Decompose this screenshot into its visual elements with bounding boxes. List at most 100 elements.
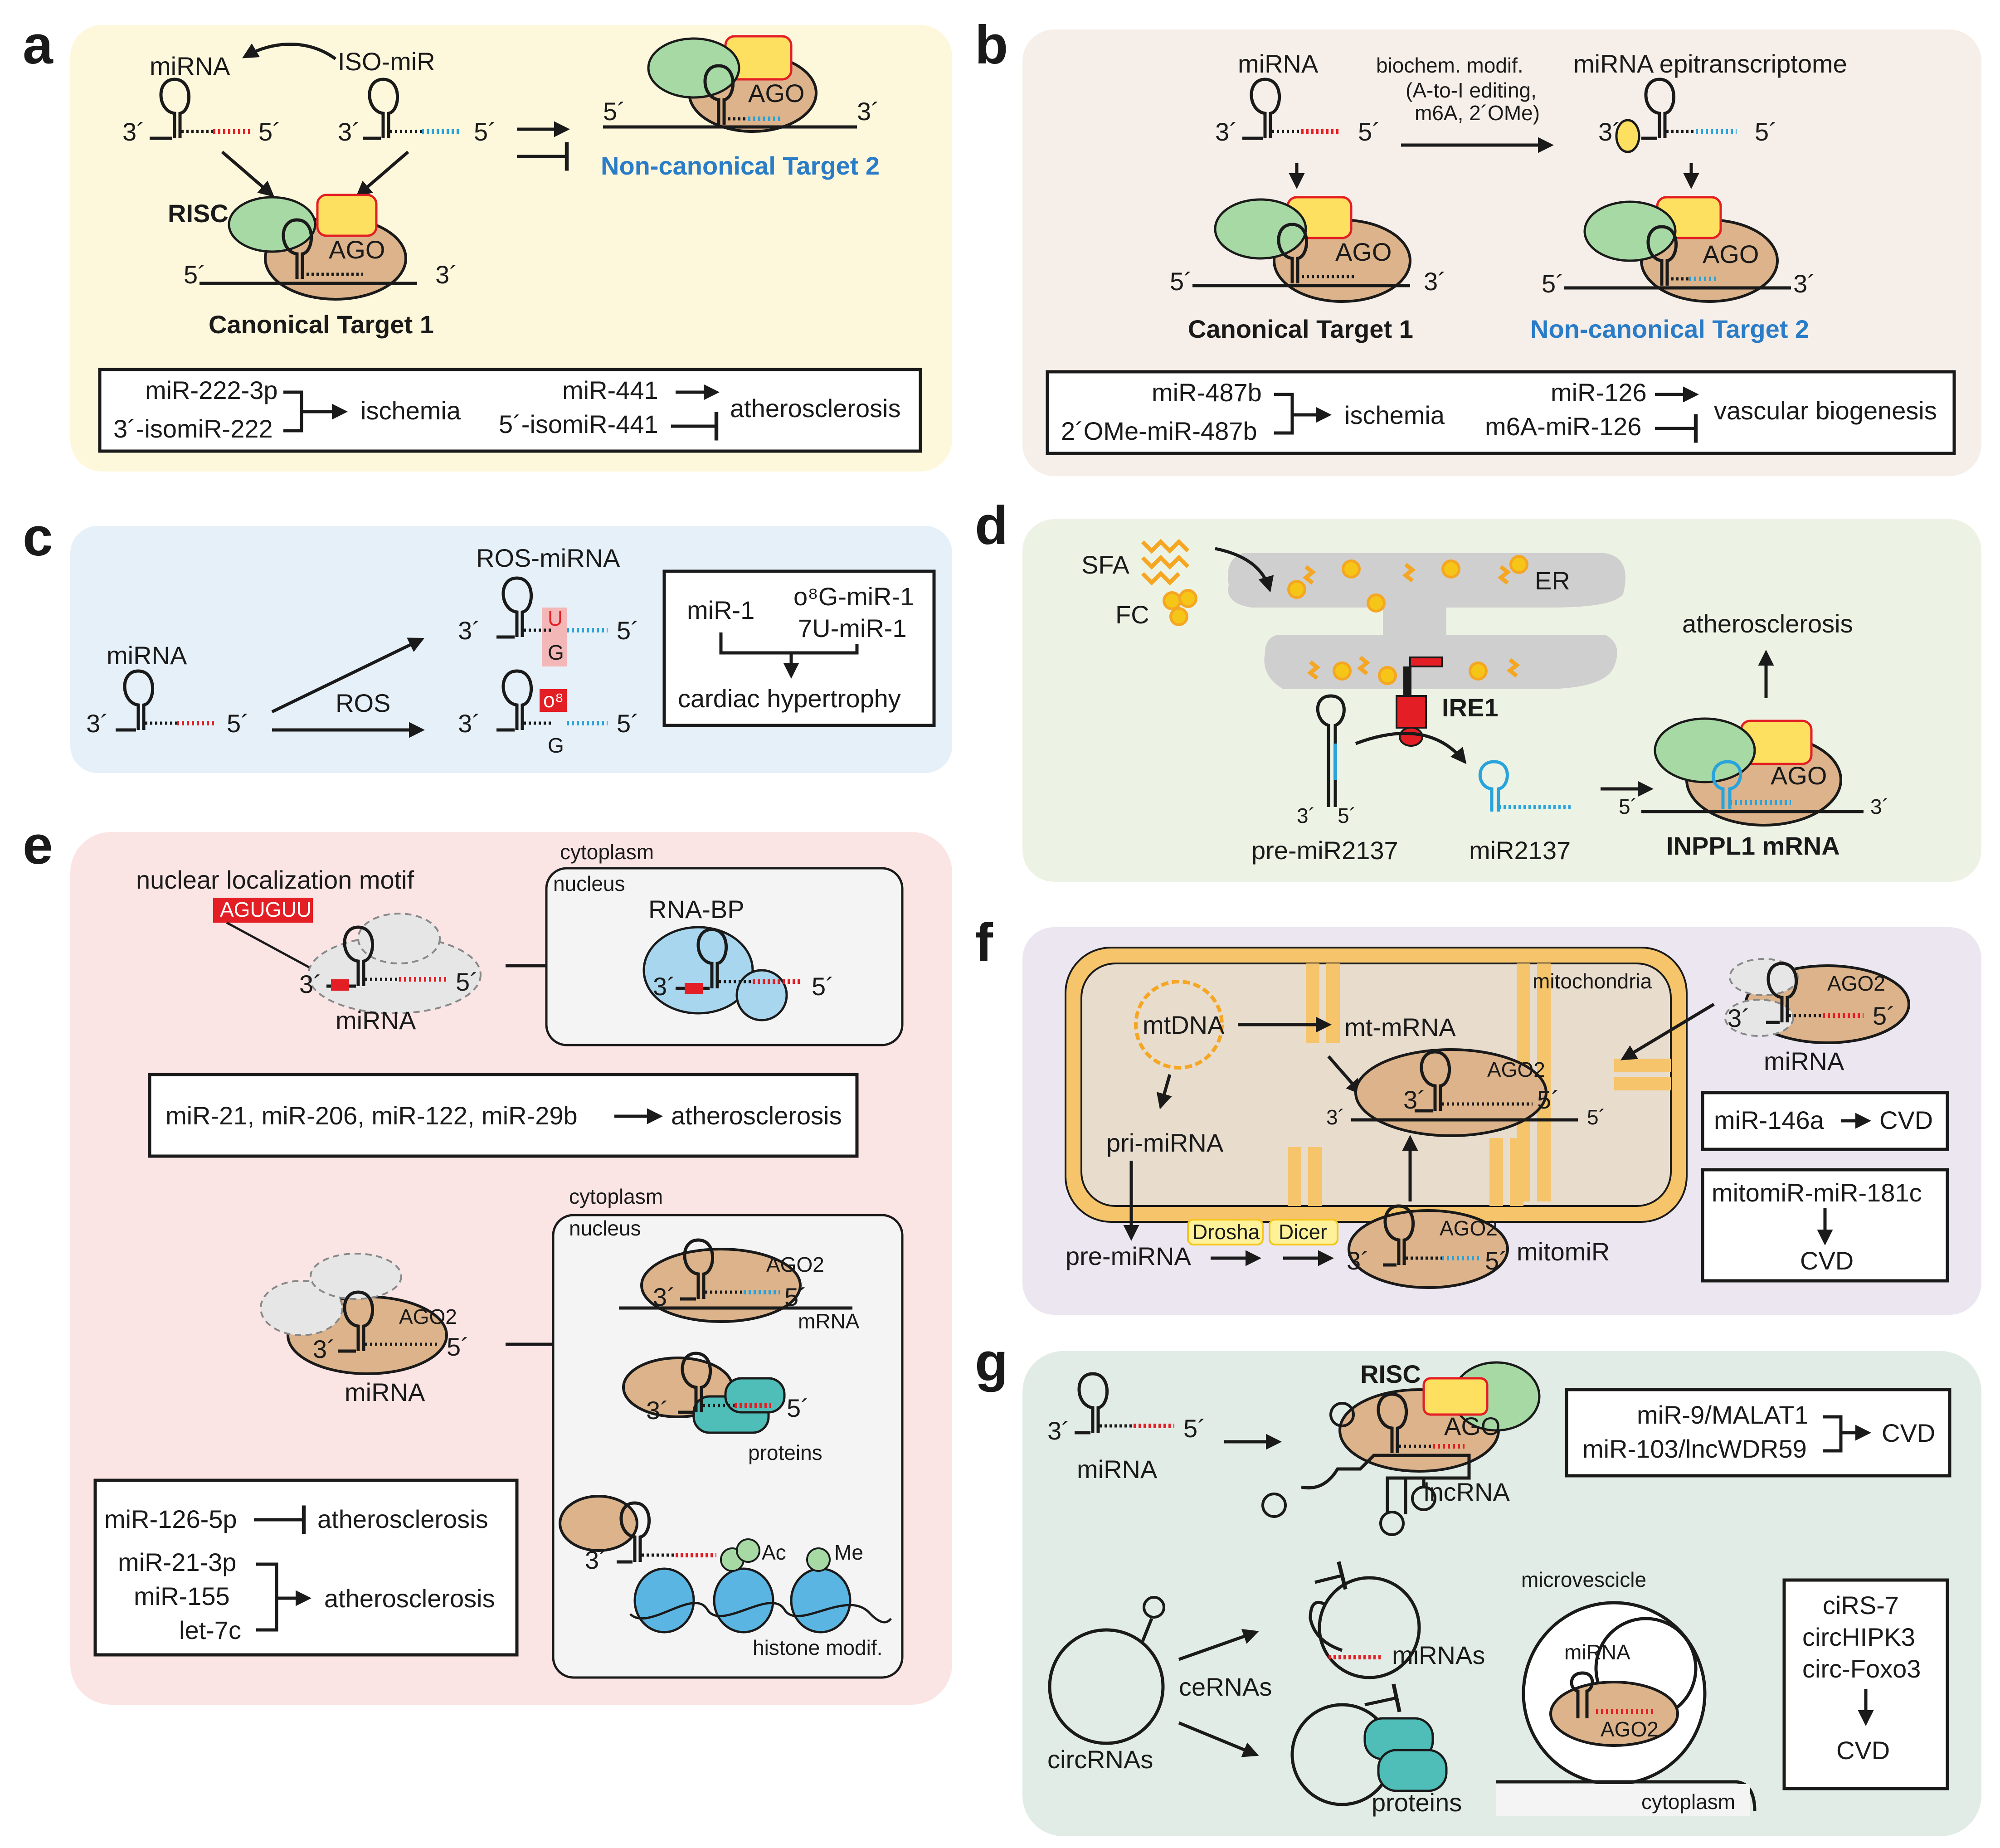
svg-text:miRNA: miRNA: [336, 1006, 416, 1035]
svg-text:nucleus: nucleus: [553, 872, 625, 895]
svg-text:o⁸G-miR-1: o⁸G-miR-1: [793, 582, 914, 611]
svg-text:mtDNA: mtDNA: [1143, 1011, 1225, 1039]
panel-a: miRNA ISO-miR 3´ 5´ 3´ 5´ AGO 5´ 3´ Non-…: [98, 35, 922, 453]
b-summary-box: [1046, 370, 1956, 455]
svg-text:ROS-miRNA: ROS-miRNA: [476, 544, 620, 572]
e-nucleosome-2: [713, 1567, 774, 1634]
svg-text:2´OMe-miR-487b: 2´OMe-miR-487b: [1061, 417, 1257, 445]
svg-text:CVD: CVD: [1836, 1736, 1890, 1765]
a-summary-box: [98, 368, 922, 453]
svg-text:miR-126-5p: miR-126-5p: [104, 1505, 237, 1533]
svg-text:miR-103/lncWDR59: miR-103/lncWDR59: [1582, 1435, 1807, 1463]
e-motif: AGUGUU: [220, 898, 311, 921]
d-pre-hairpin: [1316, 694, 1346, 807]
svg-text:mRNA: mRNA: [798, 1309, 860, 1333]
g-lncrna-strand: [1301, 1454, 1471, 1514]
svg-text:3´: 3´: [1047, 1416, 1070, 1445]
panel-b-bg: [1022, 29, 1981, 476]
svg-text:miRNA: miRNA: [1077, 1455, 1158, 1483]
svg-text:cytoplasm: cytoplasm: [560, 840, 654, 864]
svg-text:FC: FC: [1115, 600, 1149, 629]
svg-text:3´: 3´: [653, 972, 676, 1001]
svg-text:3´: 3´: [1347, 1246, 1369, 1275]
svg-text:miR-21-3p: miR-21-3p: [118, 1548, 236, 1576]
c-summary-box: [662, 569, 936, 727]
svg-text:AGO2: AGO2: [766, 1253, 824, 1276]
svg-text:U: U: [548, 607, 563, 630]
svg-text:Dicer: Dicer: [1279, 1220, 1327, 1244]
panel-c: miRNA 3´ 5´ ROS ROS-miRNA U G 3´ 5´ o⁸ G…: [86, 544, 936, 757]
svg-text:nucleus: nucleus: [569, 1216, 641, 1240]
svg-text:5´: 5´: [603, 97, 626, 126]
svg-text:circ-Foxo3: circ-Foxo3: [1802, 1654, 1921, 1683]
svg-text:5´: 5´: [1542, 269, 1564, 298]
svg-text:5´: 5´: [1587, 1105, 1606, 1129]
svg-text:miR-1: miR-1: [687, 596, 754, 624]
svg-text:lncRNA: lncRNA: [1424, 1478, 1510, 1506]
svg-text:miRNA: miRNA: [1564, 1640, 1630, 1664]
svg-text:5´: 5´: [184, 260, 206, 289]
svg-text:Drosha: Drosha: [1192, 1220, 1260, 1244]
svg-text:3´: 3´: [458, 709, 481, 738]
svg-text:pri-miRNA: pri-miRNA: [1106, 1128, 1224, 1157]
svg-text:Ac: Ac: [762, 1541, 786, 1564]
svg-text:3´: 3´: [122, 117, 145, 146]
svg-text:atherosclerosis: atherosclerosis: [324, 1584, 495, 1613]
svg-text:3´: 3´: [1424, 267, 1446, 296]
svg-text:AGO2: AGO2: [1440, 1216, 1498, 1240]
svg-text:atherosclerosis: atherosclerosis: [730, 394, 901, 423]
svg-text:m6A-miR-126: m6A-miR-126: [1485, 412, 1641, 441]
panel-f: mitochondria mtDNA mt-mRNA pri-miRNA AGO…: [1065, 947, 1949, 1289]
panel-a-bg: [70, 25, 952, 472]
svg-text:5´: 5´: [1619, 795, 1637, 818]
panel-d: SFA FC ER IRE1 3´ 5´ pre-miR2137 miR2137…: [1081, 539, 1889, 865]
svg-text:miR2137: miR2137: [1469, 836, 1571, 865]
a-mirna-label: miRNA: [150, 52, 230, 80]
svg-text:3´: 3´: [1870, 795, 1889, 818]
svg-text:5´: 5´: [1183, 1414, 1206, 1443]
a-noncanonical-label: Non-canonical Target 2: [601, 151, 880, 180]
svg-text:5´: 5´: [1170, 267, 1192, 296]
svg-text:5´: 5´: [1755, 117, 1777, 146]
svg-text:mt-mRNA: mt-mRNA: [1344, 1013, 1456, 1041]
svg-text:microvescicle: microvescicle: [1521, 1568, 1646, 1591]
f-mtdna-circle: [1134, 980, 1224, 1070]
svg-text:let-7c: let-7c: [179, 1616, 241, 1644]
svg-text:5´: 5´: [617, 709, 639, 738]
svg-text:miR-222-3p: miR-222-3p: [145, 376, 278, 404]
svg-text:5´: 5´: [1485, 1246, 1508, 1275]
svg-text:Me: Me: [834, 1541, 863, 1564]
panel-label-g: g: [975, 1332, 1008, 1392]
svg-text:proteins: proteins: [1372, 1788, 1462, 1817]
a-canonical-label: Canonical Target 1: [209, 310, 434, 339]
svg-text:ROS: ROS: [336, 689, 390, 717]
svg-text:atherosclerosis: atherosclerosis: [671, 1101, 842, 1130]
e-summary-box1: [148, 1073, 859, 1158]
svg-text:3´: 3´: [1598, 117, 1621, 146]
svg-text:cytoplasm: cytoplasm: [569, 1185, 663, 1208]
panel-label-f: f: [975, 912, 993, 973]
d-sfa-zigzags: [1141, 539, 1190, 586]
panel-label-b: b: [975, 15, 1008, 75]
svg-text:3´: 3´: [1297, 804, 1315, 827]
svg-text:5´: 5´: [1873, 1002, 1895, 1030]
e-summary-box2: [93, 1478, 519, 1657]
svg-text:3´: 3´: [313, 1335, 336, 1363]
svg-text:circHIPK3: circHIPK3: [1802, 1623, 1915, 1651]
svg-text:AGO: AGO: [1444, 1412, 1500, 1440]
svg-text:5´: 5´: [447, 1333, 469, 1361]
svg-text:miRNAs: miRNAs: [1392, 1641, 1485, 1669]
svg-text:biochem. modif.: biochem. modif.: [1376, 53, 1523, 77]
svg-text:3´: 3´: [646, 1396, 669, 1425]
svg-text:3´: 3´: [1793, 269, 1816, 298]
panel-b: miRNA 3´ 5´ biochem. modif. (A-to-I edit…: [1046, 49, 1956, 455]
svg-text:histone modif.: histone modif.: [753, 1636, 882, 1659]
a-isomir-label: ISO-miR: [338, 47, 435, 76]
svg-text:3´: 3´: [1727, 1004, 1750, 1032]
svg-text:5´: 5´: [1358, 117, 1381, 146]
e-nucleosome-1: [633, 1567, 695, 1634]
panel-e: nuclear localization motif AGUGUU 3´ 5´ …: [93, 840, 904, 1679]
svg-text:3´: 3´: [857, 97, 880, 126]
svg-text:miR-9/MALAT1: miR-9/MALAT1: [1637, 1401, 1809, 1429]
svg-text:vascular biogenesis: vascular biogenesis: [1714, 396, 1937, 425]
